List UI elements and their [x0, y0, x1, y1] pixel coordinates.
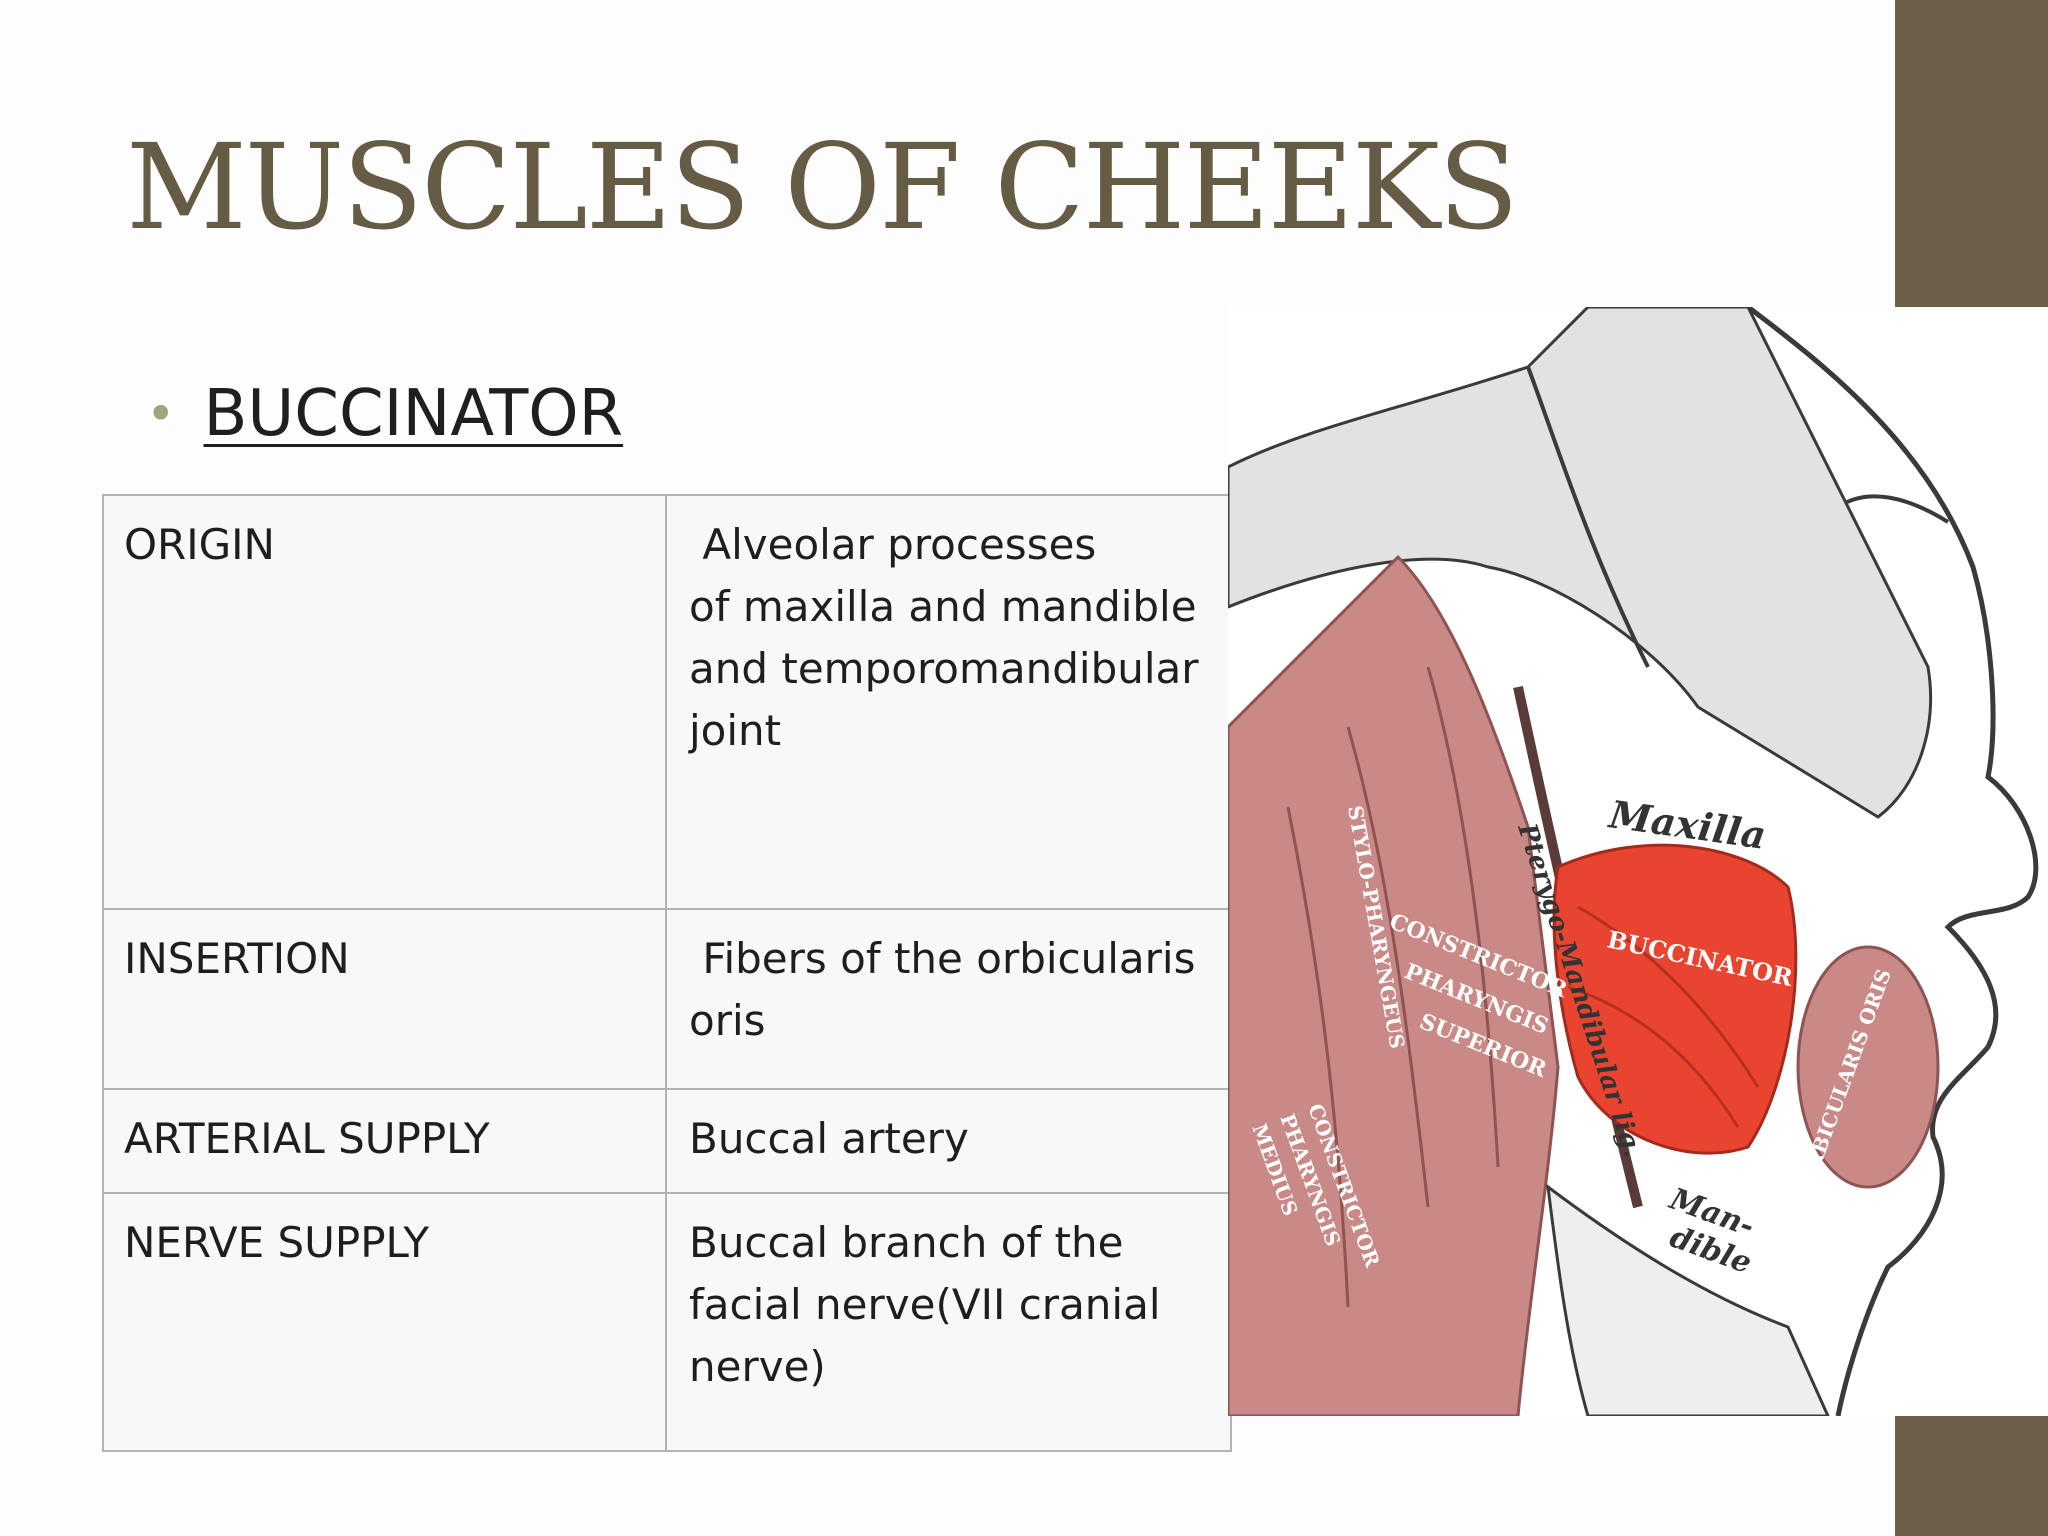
bullet-dot-icon: •	[146, 385, 176, 443]
slide-title: MUSCLES OF CHEEKS	[126, 118, 1519, 256]
table-row: ORIGIN Alveolar processes of maxilla and…	[102, 494, 1232, 910]
maxilla-edge	[1526, 366, 1650, 668]
skull-bone	[1228, 307, 1932, 819]
eye-outline	[1836, 494, 1950, 524]
muscle-info-table: ORIGIN Alveolar processes of maxilla and…	[102, 494, 1232, 1452]
table-row: ARTERIAL SUPPLY Buccal artery	[102, 1088, 1232, 1194]
muscle-fiber-line	[1346, 726, 1430, 1208]
buccinator-muscle	[1552, 843, 1798, 1155]
orbicularis-oris-muscle	[1796, 945, 1940, 1189]
row-key-nerve-supply: NERVE SUPPLY	[102, 1192, 667, 1452]
mandible-bone	[1546, 1183, 1830, 1416]
accent-bar-bottom	[1895, 1416, 2048, 1536]
row-value-nerve-supply: Buccal branch of the facial nerve(VII cr…	[665, 1192, 1232, 1452]
row-key-arterial-supply: ARTERIAL SUPPLY	[102, 1088, 667, 1194]
buccinator-fiber-line	[1577, 905, 1760, 1088]
buccinator-fiber-line	[1567, 985, 1740, 1128]
accent-bar-top	[1895, 0, 2048, 307]
bullet-label: BUCCINATOR	[203, 377, 624, 451]
row-key-origin: ORIGIN	[102, 494, 667, 910]
muscle-fiber-line	[1286, 806, 1350, 1308]
row-value-origin: Alveolar processes of maxilla and mandib…	[665, 494, 1232, 910]
row-value-insertion: Fibers of the orbicularis oris	[665, 908, 1232, 1090]
face-profile-outline	[1746, 307, 2039, 1416]
table-row: NERVE SUPPLY Buccal branch of the facial…	[102, 1192, 1232, 1452]
table-row: INSERTION Fibers of the orbicularis oris	[102, 908, 1232, 1090]
row-value-arterial-supply: Buccal artery	[665, 1088, 1232, 1194]
row-key-insertion: INSERTION	[102, 908, 667, 1090]
muscle-fiber-line	[1426, 666, 1500, 1168]
bullet-item: • BUCCINATOR	[146, 382, 623, 446]
constrictor-pharyngis-muscle	[1228, 554, 1560, 1416]
buccinator-anatomy-illustration: Maxilla BUCCINATOR ORBICULARIS ORIS Man-…	[1228, 307, 2040, 1416]
